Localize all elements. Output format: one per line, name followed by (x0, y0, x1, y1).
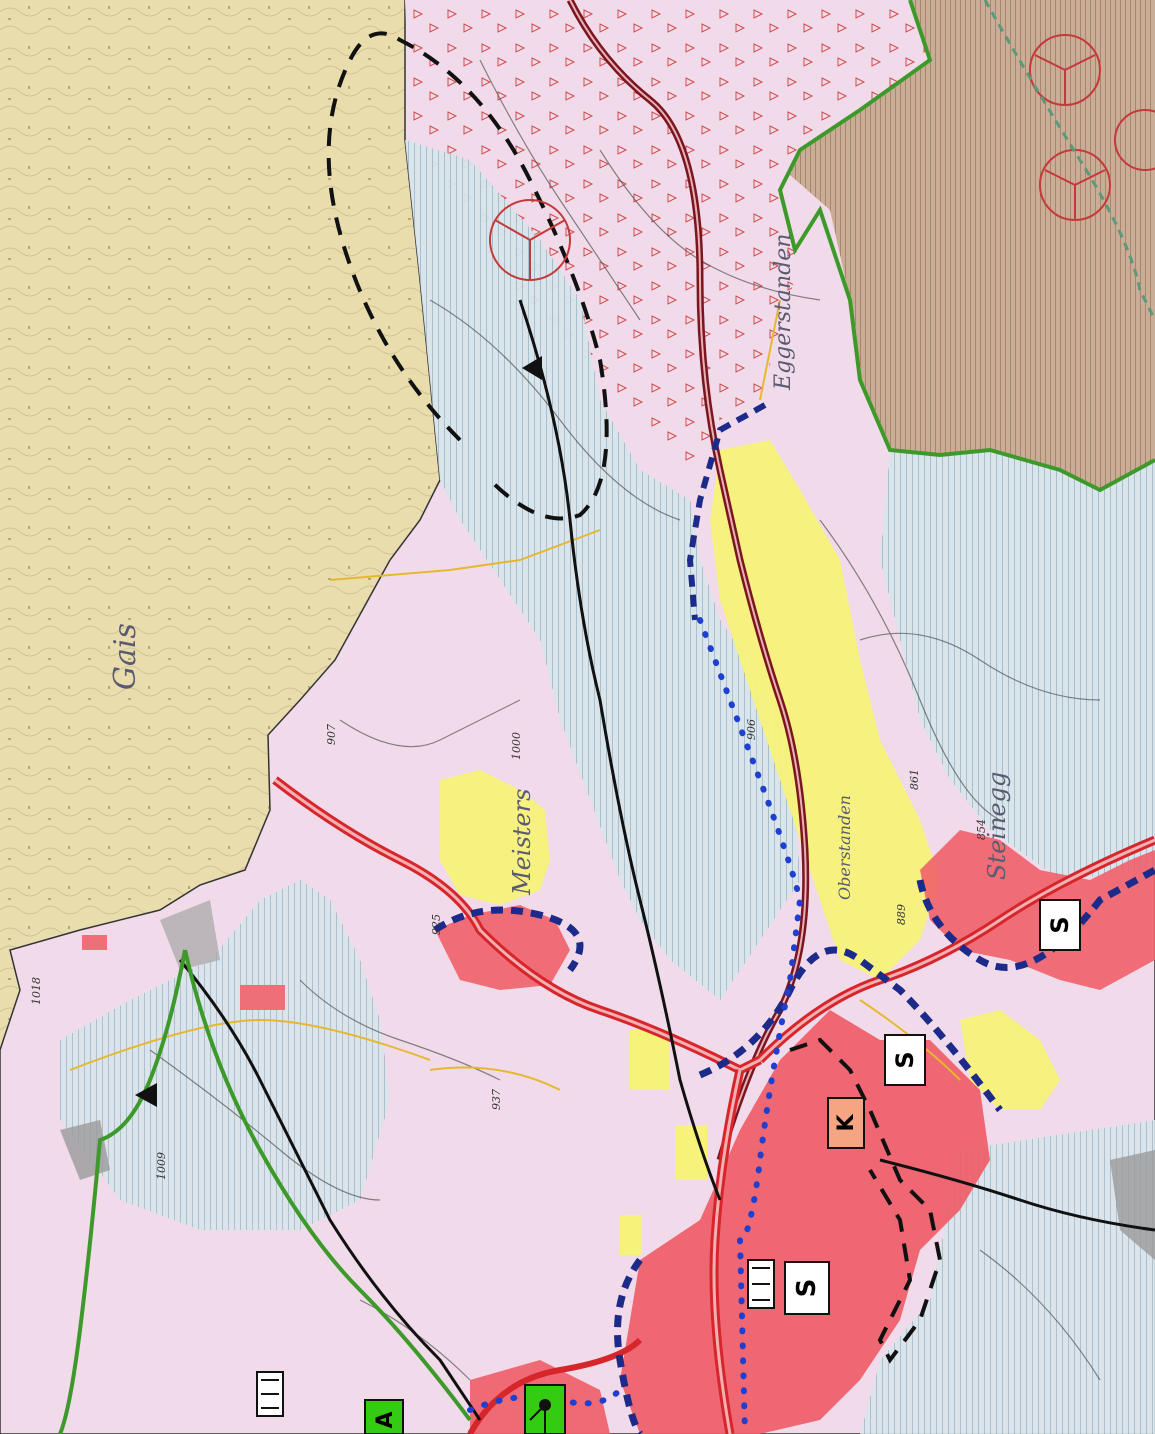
main-road-south-center (712, 1069, 742, 1434)
elevation-label: 906 (745, 719, 758, 740)
elevation-label: 854 (975, 819, 988, 840)
elevation-label: 1009 (155, 1152, 168, 1180)
survey-point-north (522, 356, 542, 380)
secondary-roads (69, 299, 961, 1091)
rail-line-center (569, 0, 807, 1161)
planning-perimeter-town (698, 946, 1003, 1113)
elevation-label: 925 (430, 914, 443, 935)
protected-landscape-area (790, 0, 1155, 490)
hazard-zone-3 (160, 900, 220, 970)
elevation-label: 907 (325, 724, 338, 745)
agriculture-zone-small-1 (630, 1030, 670, 1090)
green-marker-a[interactable]: A (364, 1399, 404, 1434)
place-label-steinegg: Steinegg (983, 772, 1011, 880)
cableway-line (983, 0, 1155, 321)
place-label-eggerstanden: Eggerstanden (771, 234, 796, 391)
place-label-gais: Gais (108, 623, 143, 690)
planning-perimeter-south (614, 1257, 643, 1434)
agriculture-zone-small-3 (620, 1215, 642, 1255)
svg-text:S: S (792, 1279, 822, 1298)
building-zone-spot-2 (82, 935, 107, 950)
main-road-east-center (758, 838, 1155, 1062)
settlement-marker-town[interactable]: S (784, 1261, 830, 1315)
place-label-oberstanden: Oberstanden (835, 795, 854, 900)
river-east (879, 1158, 1155, 1232)
road-southwest (467, 1337, 643, 1434)
school-icon (747, 1259, 775, 1309)
green-pump-icon (524, 1384, 566, 1434)
hazard-zone-2 (1110, 1150, 1155, 1260)
settlement-marker-steinegg[interactable]: S (1039, 899, 1081, 951)
protected-area-boundary (777, 0, 1155, 493)
water-protection-zone-north (405, 140, 800, 1000)
svg-text:K: K (834, 1114, 859, 1132)
river (518, 299, 722, 1201)
agriculture-zone-valley (710, 440, 940, 980)
school-icon-west (256, 1371, 284, 1417)
svg-text:S: S (1046, 916, 1074, 933)
study-perimeter-north (326, 31, 609, 521)
survey-point-west (135, 1083, 157, 1107)
elevation-label: 937 (490, 1089, 503, 1110)
planning-perimeter-dotted (697, 617, 804, 1434)
municipal-boundary-green (58, 949, 187, 1434)
main-road-west-center (274, 778, 761, 1072)
water-protection-zone-west (60, 880, 390, 1230)
antenna-symbol-north (489, 199, 571, 281)
river-west (178, 959, 482, 1421)
antenna-symbol-east-3 (1114, 109, 1155, 171)
municipal-boundary-green-2 (183, 949, 472, 1422)
study-perimeter-town (789, 1037, 943, 1364)
elevation-label: 1018 (30, 977, 43, 1005)
svg-text:S: S (891, 1051, 919, 1068)
agriculture-zone-meisters (440, 770, 550, 905)
orange-marker-k[interactable]: K (827, 1097, 865, 1149)
place-label-meisters: Meisters (508, 789, 536, 896)
water-protection-zone-east (880, 440, 1155, 880)
elevation-label: 1000 (510, 732, 523, 760)
svg-text:A: A (373, 1411, 398, 1428)
planning-perimeter-meisters (433, 906, 584, 973)
water-protection-zone-southeast (860, 1120, 1155, 1434)
building-zone-steinegg (920, 830, 1155, 990)
settlement-marker-east[interactable]: S (884, 1034, 926, 1086)
agriculture-zone-south (960, 1010, 1060, 1110)
planning-perimeter-north (686, 402, 767, 621)
elevation-label: 861 (908, 769, 921, 790)
building-zone-spot-1 (240, 985, 285, 1010)
antenna-symbol-east-1 (1029, 34, 1101, 106)
elevation-label: 889 (895, 904, 908, 925)
